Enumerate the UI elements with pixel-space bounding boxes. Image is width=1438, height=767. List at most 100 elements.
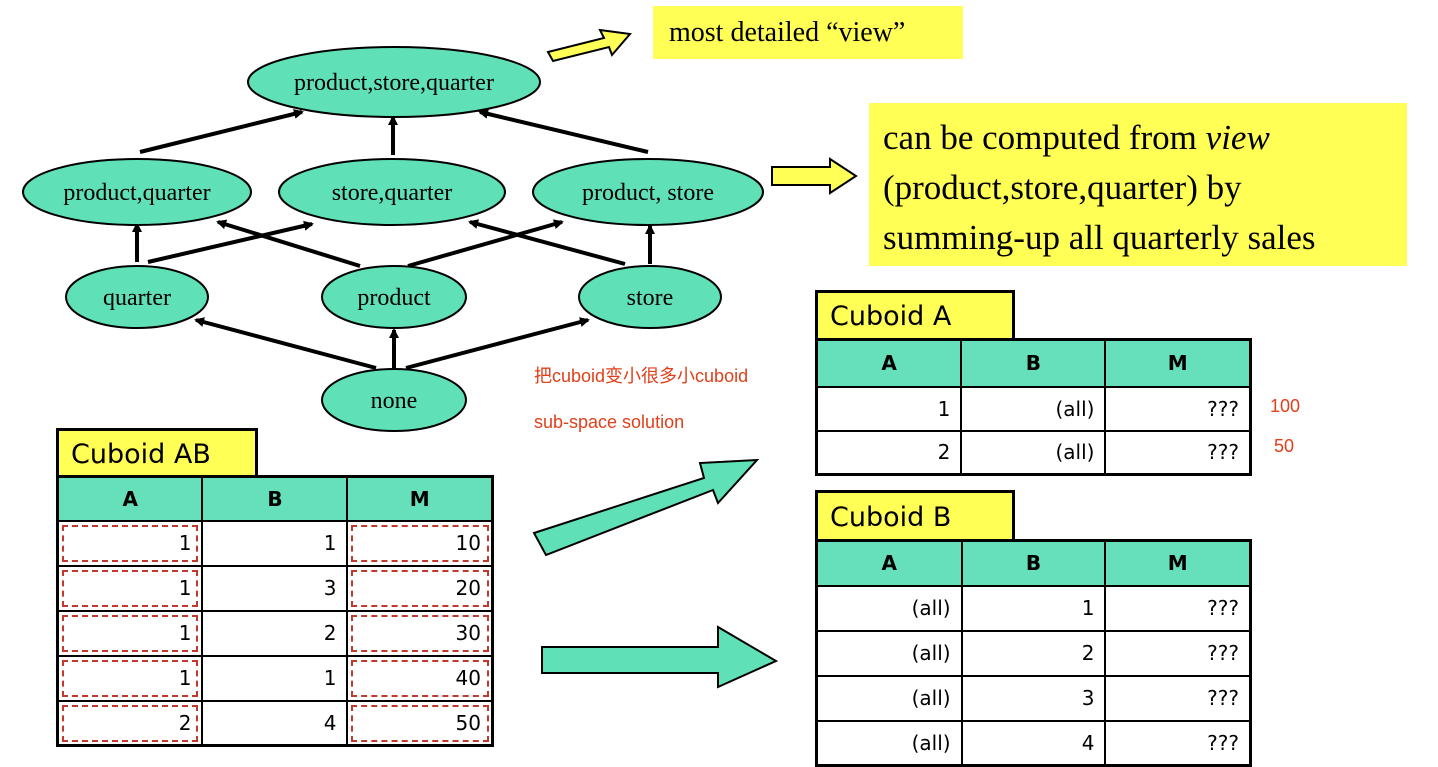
cell-m: ??? [1104,719,1252,767]
yellow-arrow-most-detailed [546,28,632,63]
note-value-100: 100 [1270,396,1301,416]
cuboid-ab-header-a: A [56,475,204,522]
cell-a: (all) [815,719,963,767]
cell-b: 4 [960,719,1107,767]
cell-b: 4 [201,699,349,747]
table-row: 1 (all) ??? [815,385,1252,432]
cell-a: 1 [56,564,204,612]
cell-m: 20 [346,564,494,612]
cuboid-a-header-b: B [960,338,1107,388]
callout-computed-line-3: summing-up all quarterly sales [883,218,1316,257]
cuboid-a: Cuboid A A B M 1 (all) ??? 2 (all) ??? [815,290,1252,476]
cell-b: 1 [201,654,349,702]
cell-a: (all) [815,629,963,677]
note-value-50: 50 [1274,436,1295,456]
cuboid-a-title: Cuboid A [815,290,1015,338]
node-label-store: store [627,285,674,311]
callout-most-detailed: most detailed “view” [653,6,963,59]
edge-none-to-quarter [194,317,377,370]
cell-m: 50 [346,699,494,747]
cell-a: 2 [56,699,204,747]
table-row: 1 2 30 [56,609,494,657]
cell-a: 2 [815,429,963,476]
lattice-node-store: store [578,265,722,329]
cuboid-ab-header-m: M [346,475,494,522]
cuboid-ab-header-b: B [201,475,349,522]
node-label-ps: product, store [582,180,714,206]
lattice-node-product: product [321,265,467,329]
callout-most-detailed-text: most detailed “view” [669,17,906,48]
cuboid-ab-title: Cuboid AB [56,428,258,475]
lattice-node-quarter: quarter [65,265,209,329]
callout-computed-from-view: can be computed from view (product,store… [869,103,1407,266]
edge-product-to-ps [407,219,564,268]
edge-product-to-pq [216,219,361,268]
table-row: (all) 3 ??? [815,674,1252,722]
table-row: 1 1 40 [56,654,494,702]
node-label-pq: product,quarter [63,180,210,206]
cuboid-b-title: Cuboid B [815,490,1015,539]
edge-none-to-store [405,317,590,370]
callout-computed-line-2: (product,store,quarter) by [883,168,1242,207]
cell-b: (all) [960,429,1107,476]
table-row: 1 3 20 [56,564,494,612]
cell-b: 1 [201,519,349,567]
yellow-arrow-computed [771,157,858,195]
cell-a: 1 [815,385,963,432]
lattice-node-store-quarter: store,quarter [278,158,506,226]
cuboid-a-header-a: A [815,338,963,388]
cuboid-a-header-row: A B M [815,338,1252,388]
table-row: 1 1 10 [56,519,494,567]
lattice-edges [132,108,655,370]
cuboid-b-header-m: M [1104,539,1252,587]
cell-a: (all) [815,584,963,632]
table-row: (all) 2 ??? [815,629,1252,677]
note-chinese: 把cuboid变小很多小cuboid [534,366,749,386]
cell-m: ??? [1104,674,1252,722]
cell-m: ??? [1104,584,1252,632]
cuboid-ab: Cuboid AB A B M 1 1 10 1 3 20 1 2 30 1 1… [56,428,494,748]
teal-arrow-to-cuboid-a [532,458,760,557]
cuboid-ab-table: A B M 1 1 10 1 3 20 1 2 30 1 1 40 2 4 50 [56,475,494,747]
callout-computed-line-1: can be computed from view [883,118,1270,157]
cuboid-ab-header-row: A B M [56,475,494,522]
edge-quarter-to-sq [147,220,314,264]
cell-b: (all) [960,385,1107,432]
node-label-product: product [357,285,431,311]
cell-m: ??? [1104,429,1252,476]
note-sub-space: sub-space solution [534,412,685,432]
lattice-node-top: product,store,quarter [247,46,541,118]
lattice-node-product-quarter: product,quarter [22,158,252,226]
node-label-none: none [371,388,418,414]
cell-a: 1 [56,609,204,657]
cell-m: ??? [1104,385,1252,432]
cell-a: (all) [815,674,963,722]
node-label-quarter: quarter [103,285,171,311]
cell-b: 2 [960,629,1107,677]
cell-b: 3 [201,564,349,612]
teal-arrow-to-cuboid-b [541,625,779,689]
edge-ps-to-top [478,108,649,154]
cell-b: 3 [960,674,1107,722]
cell-a: 1 [56,519,204,567]
cuboid-b-header-b: B [960,539,1107,587]
node-label-sq: store,quarter [332,180,453,206]
cell-a: 1 [56,654,204,702]
table-row: 2 4 50 [56,699,494,747]
lattice-node-product-store: product, store [532,158,764,226]
lattice-node-none: none [321,368,467,432]
cell-m: 30 [346,609,494,657]
edge-pq-to-top [139,109,304,154]
cuboid-b-header-a: A [815,539,963,587]
cuboid-b-header-row: A B M [815,539,1252,587]
cell-b: 1 [960,584,1107,632]
edge-store-to-sq [468,219,626,266]
cell-m: 40 [346,654,494,702]
table-row: 2 (all) ??? [815,429,1252,476]
cell-b: 2 [201,609,349,657]
cell-m: 10 [346,519,494,567]
cuboid-a-header-m: M [1104,338,1252,388]
cell-m: ??? [1104,629,1252,677]
table-row: (all) 1 ??? [815,584,1252,632]
